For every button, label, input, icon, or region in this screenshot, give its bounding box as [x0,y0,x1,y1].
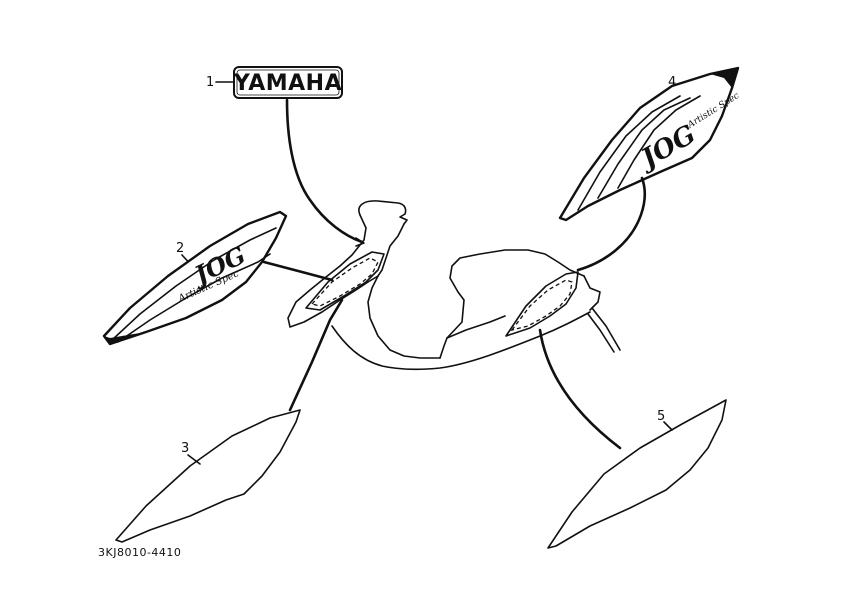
rear-decal-stripe-1 [577,95,681,211]
rear-decal-outline [558,66,740,222]
rear-decal-stripe-2 [597,97,691,199]
rear-fender-line-b [587,313,615,353]
rear-decal-stripe-3 [617,95,701,189]
shield-rear-edge [377,223,405,277]
floorboard-inner [367,275,441,359]
floor-step [446,315,506,339]
underbody-curve [331,311,591,371]
emblem-inner-frame [236,69,340,96]
rear-fender-line-a [591,307,621,351]
leader-line-part-2 [262,260,334,282]
front-decal-stripe-2 [117,253,271,343]
headset-outline [358,200,408,225]
callout-number-2: 2 [176,241,184,256]
front-panel-decal-dashed [310,257,379,307]
callout-line-3 [187,454,201,465]
leader-line-part-5 [538,328,622,450]
rear-cowl-tip [583,275,601,311]
leader-line-part-4 [576,176,646,272]
leader-line-part-3 [288,298,344,412]
callout-number-5: 5 [657,409,665,424]
leader-arrowhead-part-1 [355,237,365,247]
seat-outline [439,249,585,359]
front-decal-stripe-1 [111,227,277,341]
callout-number-1: 1 [206,75,214,90]
front-plain-panel-outline [115,409,301,543]
part-5-rear-panel-plain: 5 [547,399,727,549]
part-1-yamaha-emblem: 1 YAMAHA [206,66,343,99]
part-4-rear-side-decal: 4 JOG Artistic Spec [558,66,741,222]
yamaha-logo-text: YAMAHA [233,71,342,96]
rear-panel-decal-area [505,271,579,337]
front-panel-decal-area [305,251,385,311]
emblem-outer-frame [233,66,343,99]
diagram-part-code: 3KJ8010-4410 [98,546,181,559]
front-decal-black-edge [104,332,146,344]
rear-plain-panel-outline [547,399,727,549]
part-2-front-side-decal: 2 JOG Artistic Spec [102,210,288,346]
callout-number-3: 3 [181,441,189,456]
front-decal-outline [102,210,288,346]
rear-panel-decal-dashed [510,279,573,332]
leader-line-part-1 [285,98,364,244]
callout-line-5 [663,421,673,431]
scooter-body-outline [287,200,621,371]
callout-number-4: 4 [668,75,676,90]
part-3-front-panel-plain: 3 [115,409,301,543]
front-shield-outline [287,214,379,328]
rear-decal-black-corner [710,68,738,88]
